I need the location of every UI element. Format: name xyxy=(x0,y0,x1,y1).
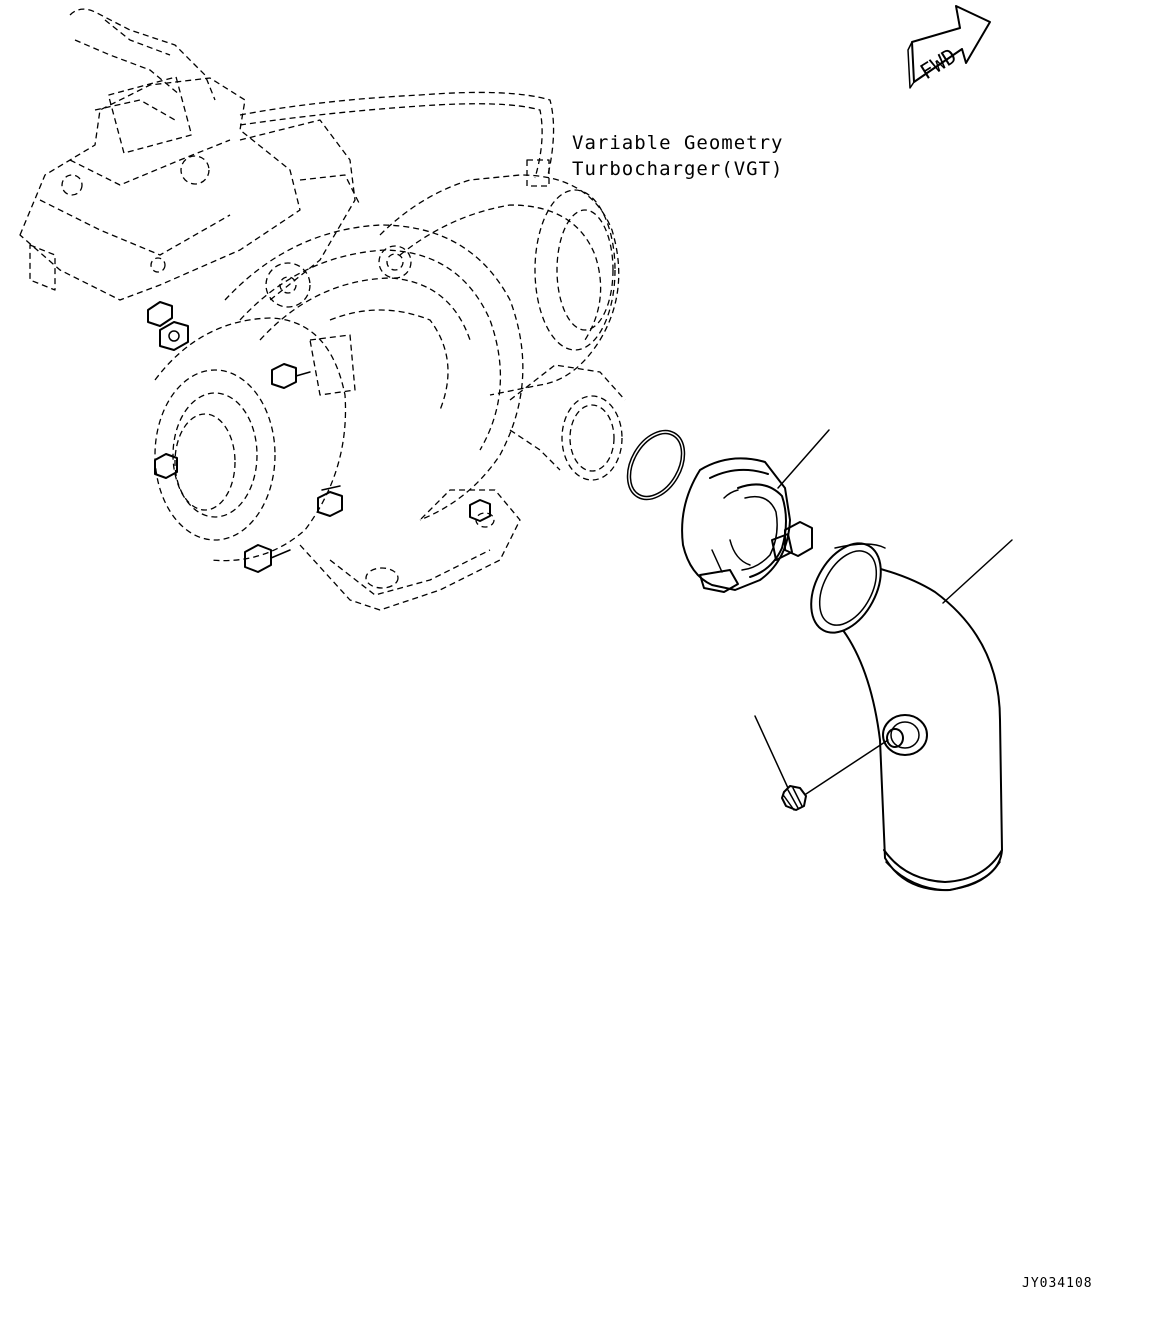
turbocharger-assembly xyxy=(19,8,626,611)
fwd-arrow-icon: FWD xyxy=(907,5,991,89)
v-band-clamp xyxy=(681,457,813,593)
exhaust-elbow-pipe xyxy=(810,542,1004,892)
pipe-leader-line xyxy=(942,539,1013,604)
fwd-label: FWD xyxy=(916,44,961,84)
gasket-ring xyxy=(626,429,686,501)
clamp-leader-line xyxy=(777,429,830,489)
plug-install-line xyxy=(805,739,889,795)
plug-leader-line xyxy=(754,715,789,789)
plug xyxy=(781,785,807,811)
vgt-label-line2: Turbocharger(VGT) xyxy=(572,158,783,180)
vgt-label-line1: Variable Geometry xyxy=(572,132,783,154)
figure-code: JY034108 xyxy=(1022,1276,1093,1291)
mounting-bolts xyxy=(147,301,491,573)
vgt-label: Variable Geometry Turbocharger(VGT) xyxy=(572,132,783,180)
